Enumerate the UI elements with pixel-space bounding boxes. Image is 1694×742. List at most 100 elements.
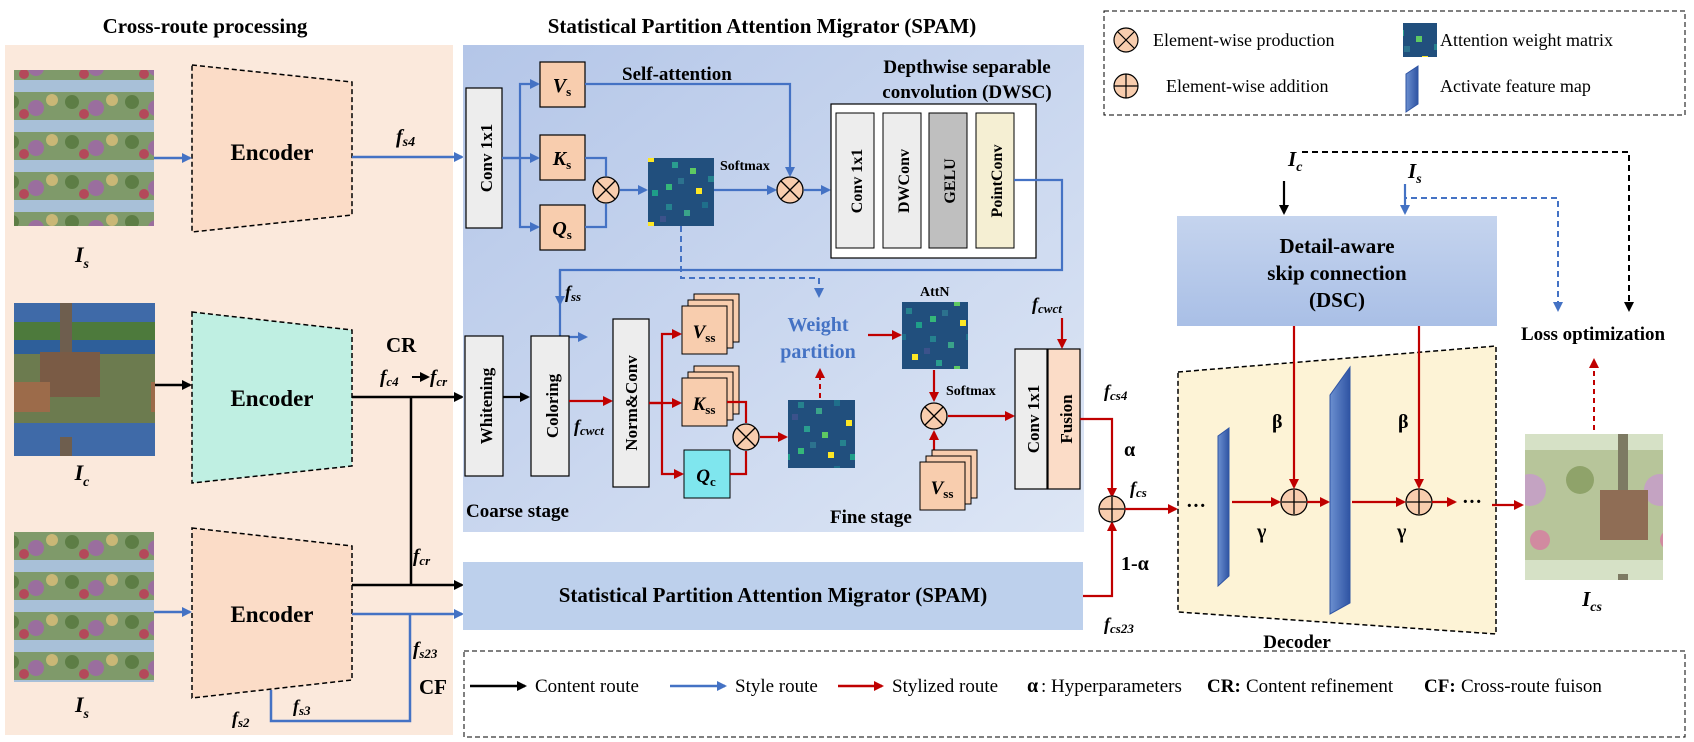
arrow-to-qs [518, 158, 540, 232]
feature-map-1 [1217, 427, 1230, 588]
mult-kss-qc-glyph [736, 427, 756, 447]
dots-2: ··· [1462, 491, 1482, 513]
label-one-minus-alpha: 1-α [1121, 553, 1149, 575]
feature-map-2 [1329, 365, 1351, 615]
encoder-label-top: Encoder [230, 140, 313, 165]
output-label: Ics [1581, 587, 1602, 615]
spam2-label: Statistical Partition Attention Migrator… [559, 583, 987, 607]
output-image [1525, 434, 1663, 580]
label-fcs23: fcs23 [1104, 614, 1134, 636]
vss-box [681, 305, 728, 355]
vss-label: Vss [693, 322, 716, 345]
left-panel-title: Cross-route processing [103, 14, 308, 38]
fusion-conv-label: Conv 1x1 [1024, 385, 1043, 453]
add-mix-glyph [1100, 497, 1124, 521]
line-ks-mult [585, 156, 608, 176]
loss-label: Loss optimization [1521, 324, 1666, 345]
line-qc-mult [730, 451, 748, 476]
self-attention-label: Self-attention [622, 64, 732, 85]
legend-attention-icon [1403, 23, 1437, 57]
legend-content-text: Content route [535, 676, 639, 697]
line-qs-mult [585, 204, 608, 229]
legend-cr-desc: Content refinement [1246, 676, 1394, 697]
fusion-conv-block [1014, 348, 1048, 490]
gamma-1: γ [1256, 521, 1267, 543]
label-fcs: fcs [1130, 478, 1147, 500]
input-label-is-bottom: Is [74, 692, 90, 722]
qc-label: Qc [696, 466, 716, 489]
dwsc-gelu-label: GELU [942, 158, 959, 204]
attn-label: AttN [920, 285, 950, 300]
dwsc-title-1: Depthwise separable [883, 57, 1050, 78]
conv1x1-block [465, 87, 503, 229]
arrow-to-qc [660, 403, 684, 479]
fusion-label: Fusion [1057, 394, 1076, 444]
vss-bottom-box [919, 461, 966, 511]
legend-cr-key: CR: [1207, 676, 1241, 697]
arrow-vs-mult2 [585, 82, 795, 177]
decoder-label: Decoder [1263, 632, 1331, 653]
label-fcr-top: fcr [430, 367, 448, 389]
dwsc-title-2: convolution (DWSC) [882, 82, 1051, 103]
label-is-right: Is [1407, 159, 1422, 187]
mult-attn-vs-glyph [780, 180, 800, 200]
coloring-block [530, 335, 570, 477]
legend-mult-text: Element-wise production [1153, 30, 1334, 50]
arrow-fcs4-add [1080, 417, 1117, 498]
label-fs2: fs2 [232, 708, 250, 730]
dwsc-dwconv-label: DWConv [896, 149, 913, 213]
label-cr: CR [386, 333, 417, 357]
arrow-ic-loss [1302, 151, 1634, 312]
encoder-label-content: Encoder [230, 386, 313, 411]
dwsc-gelu [928, 112, 968, 249]
legend-bottom [463, 650, 1686, 738]
legend-cf-desc: Cross-route fuison [1461, 676, 1602, 697]
weight-partition-1: Weight [787, 314, 848, 336]
gamma-2: γ [1396, 521, 1407, 543]
vs-label: Vs [553, 75, 571, 99]
dwsc-pointconv [975, 112, 1015, 249]
legend-top [1103, 10, 1686, 116]
dsc-line-2: skip connection [1267, 261, 1407, 285]
dwsc-pointconv-label: PointConv [989, 145, 1006, 218]
whitening-block [464, 335, 504, 477]
qc-box [683, 449, 731, 499]
arrow-weight-partition [680, 226, 824, 298]
label-fss: fss [565, 282, 581, 304]
label-ic-right: Ic [1287, 147, 1303, 175]
vss-bottom-label: Vss [931, 478, 954, 501]
normconv-block [612, 318, 650, 488]
label-fs3: fs3 [293, 696, 311, 718]
ks-label: Ks [552, 148, 571, 172]
dsc-line-1: Detail-aware [1279, 234, 1394, 258]
legend-stylized-text: Stylized route [892, 676, 998, 697]
beta-1: β [1272, 411, 1283, 433]
kss-label: Kss [692, 394, 716, 417]
dwsc-dwconv [882, 112, 922, 249]
softmax-label: Softmax [720, 159, 770, 174]
dots-1: ··· [1186, 495, 1206, 517]
whitening-label: Whitening [477, 367, 496, 444]
input-label-ic: Ic [74, 460, 91, 490]
beta-2: β [1398, 411, 1409, 433]
style-image-top [14, 70, 154, 226]
normconv-label: Norm&Conv [622, 355, 641, 451]
coarse-stage-label: Coarse stage [466, 501, 569, 522]
label-fcr-mid: fcr [413, 546, 431, 568]
legend-feature-map-icon [1405, 65, 1419, 113]
dsc-block [1177, 216, 1497, 326]
label-cf: CF [419, 675, 447, 699]
weight-partition-2: partition [780, 341, 856, 363]
label-alpha: α [1124, 439, 1135, 461]
dsc-line-3: (DSC) [1309, 288, 1365, 312]
encoder-label-bottom: Encoder [230, 602, 313, 627]
label-fs4: fs4 [396, 126, 415, 150]
arrow-fcs23-add [1083, 521, 1117, 598]
qs-box [539, 204, 586, 251]
vs-box [539, 61, 586, 108]
legend-cf-key: CF: [1424, 676, 1456, 697]
legend-add-text: Element-wise addition [1166, 76, 1328, 96]
dwsc-conv1x1-label: Conv 1x1 [849, 149, 866, 213]
fusion-block [1047, 348, 1081, 490]
